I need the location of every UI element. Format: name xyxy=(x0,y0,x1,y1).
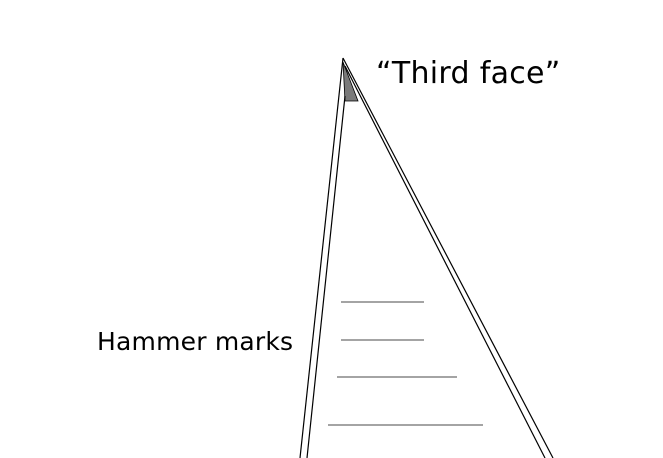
third-face-shading xyxy=(342,61,359,102)
blade-outer-right-edge xyxy=(342,57,554,458)
blade-inner-right-edge xyxy=(344,65,546,458)
blade-inner-left-edge xyxy=(306,95,346,458)
hammer-marks-label: Hammer marks xyxy=(97,327,294,356)
blade-outer-left-edge xyxy=(299,57,344,458)
third-face-label: “Third face” xyxy=(376,56,561,91)
